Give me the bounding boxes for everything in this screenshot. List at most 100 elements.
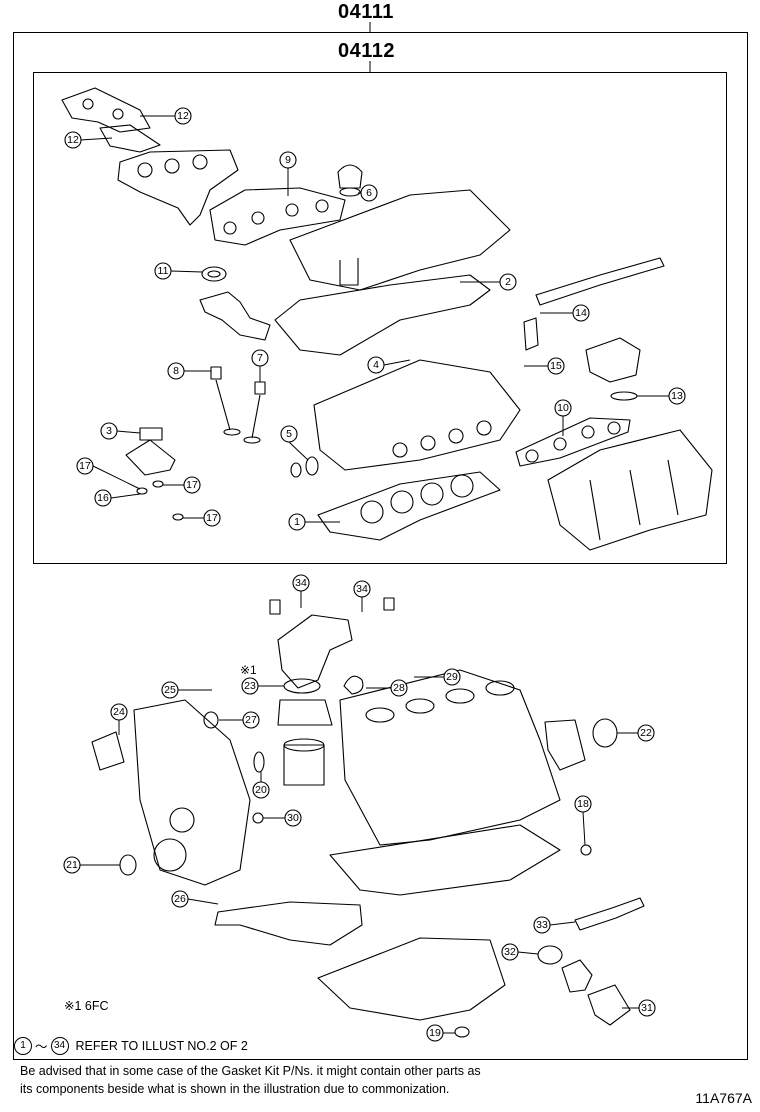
oil-seal-27-part [203, 711, 219, 729]
callout-26: 26 [171, 890, 219, 908]
thermostat-gasket-32-part [537, 945, 563, 965]
callout-22: 22 [617, 724, 655, 742]
svg-text:29: 29 [446, 671, 458, 683]
timing-cover-part [133, 699, 251, 886]
callout-7: 7 [251, 349, 269, 382]
refer-to-number: 34 [50, 1036, 69, 1055]
kit-number-outer: 04111 [338, 1, 394, 23]
seals-5-part [290, 456, 319, 478]
callout-14: 14 [540, 304, 590, 322]
refer-text: REFER TO ILLUST NO.2 OF 2 [75, 1038, 248, 1053]
svg-text:13: 13 [671, 390, 683, 402]
callout-16: 16 [94, 489, 141, 507]
svg-text:2: 2 [505, 276, 511, 288]
callout-33: 33 [533, 916, 576, 934]
callout-34-b: 34 [353, 580, 371, 612]
oil-pan-lower-part [317, 937, 506, 1021]
callout-17-a: 17 [76, 457, 141, 490]
svg-text:8: 8 [173, 365, 179, 377]
svg-text:28: 28 [393, 682, 405, 694]
svg-text:23: 23 [244, 680, 256, 692]
svg-text:20: 20 [255, 784, 267, 796]
cylinder-head-cover-part [289, 189, 511, 291]
exhaust-manifold-gasket-part [61, 87, 161, 153]
callout-18: 18 [574, 795, 592, 846]
inner-kit-frame [33, 72, 727, 564]
svg-text:1: 1 [294, 516, 300, 528]
refer-from-number: 1 [14, 1036, 32, 1055]
gasket-20-part [253, 751, 265, 773]
oil-seal-11-part [201, 266, 227, 282]
callout-20: 20 [252, 772, 270, 799]
callout-4: 4 [367, 356, 411, 374]
cylinder-head-part [313, 359, 521, 471]
svg-text:7: 7 [257, 352, 263, 364]
camshaft-part [535, 257, 665, 306]
water-pipe-33-part [574, 897, 645, 931]
svg-text:5: 5 [286, 428, 292, 440]
svg-text:32: 32 [504, 946, 516, 958]
advisory-line-1: Be advised that in some case of the Gask… [20, 1064, 481, 1078]
vvt-bracket-part [125, 427, 176, 476]
callout-23: 23 [241, 677, 284, 695]
callout-17-b: 17 [163, 476, 201, 494]
svg-text:21: 21 [66, 859, 78, 871]
intake-manifold-part [547, 429, 713, 551]
water-bypass-pipe-part [199, 291, 271, 341]
rear-oil-seal-22-part [592, 718, 618, 748]
intake-gasket-10-part [515, 417, 631, 467]
thermostat-part [561, 959, 593, 993]
callout-31: 31 [622, 999, 656, 1017]
svg-text:17: 17 [186, 479, 198, 491]
oil-filler-cap-part [337, 164, 363, 197]
callout-24: 24 [110, 703, 128, 735]
oil-filter-part [277, 699, 333, 786]
sensor-14-part [523, 317, 539, 351]
callout-32: 32 [501, 943, 539, 961]
callout-28: 28 [366, 679, 408, 697]
head-cover-gasket-part [274, 274, 491, 356]
svg-text:22: 22 [640, 727, 652, 739]
exhaust-gasket-9-part [209, 187, 346, 246]
svg-text:19: 19 [429, 1027, 441, 1039]
gasket-19-part [454, 1026, 470, 1038]
svg-text:26: 26 [174, 893, 186, 905]
callout-3: 3 [100, 422, 141, 440]
bracket-24-part [91, 731, 125, 771]
callout-1: 1 [288, 513, 340, 531]
callout-2: 2 [460, 273, 517, 291]
svg-text:10: 10 [557, 402, 569, 414]
water-outlet-housing-part [585, 337, 641, 383]
refer-tilde: ～ [35, 1040, 48, 1054]
callout-11: 11 [154, 262, 203, 280]
callout-8: 8 [167, 362, 211, 380]
star-note: ※1 6FC [64, 999, 109, 1013]
callout-9: 9 [279, 151, 297, 196]
svg-text:9: 9 [285, 154, 291, 166]
svg-text:12: 12 [177, 110, 189, 122]
callout-13: 13 [637, 387, 686, 405]
oil-seal-21-part [119, 854, 137, 876]
svg-text:24: 24 [113, 706, 125, 718]
svg-text:17: 17 [206, 512, 218, 524]
svg-text:11: 11 [158, 265, 169, 277]
callout-6: 6 [358, 184, 378, 202]
svg-text:30: 30 [287, 812, 299, 824]
callout-15: 15 [524, 357, 565, 375]
water-inlet-31-part [587, 984, 631, 1026]
callout-10: 10 [554, 399, 572, 436]
callout-29: 29 [414, 668, 461, 686]
callout-34-a: 34 [292, 574, 310, 608]
svg-text:14: 14 [575, 307, 587, 319]
cylinder-block-part [339, 669, 561, 846]
svg-text:25: 25 [164, 684, 176, 696]
svg-text:34: 34 [356, 583, 368, 595]
o-ring-13-part [610, 391, 638, 401]
svg-text:18: 18 [577, 798, 589, 810]
advisory-line-2: its components beside what is shown in t… [20, 1082, 450, 1096]
callout-21: 21 [63, 856, 120, 874]
refer-note: 1 ～ 34 REFER TO ILLUST NO.2 OF 2 [14, 1036, 248, 1055]
svg-text:27: 27 [245, 714, 257, 726]
callout-17-c: 17 [183, 509, 221, 527]
